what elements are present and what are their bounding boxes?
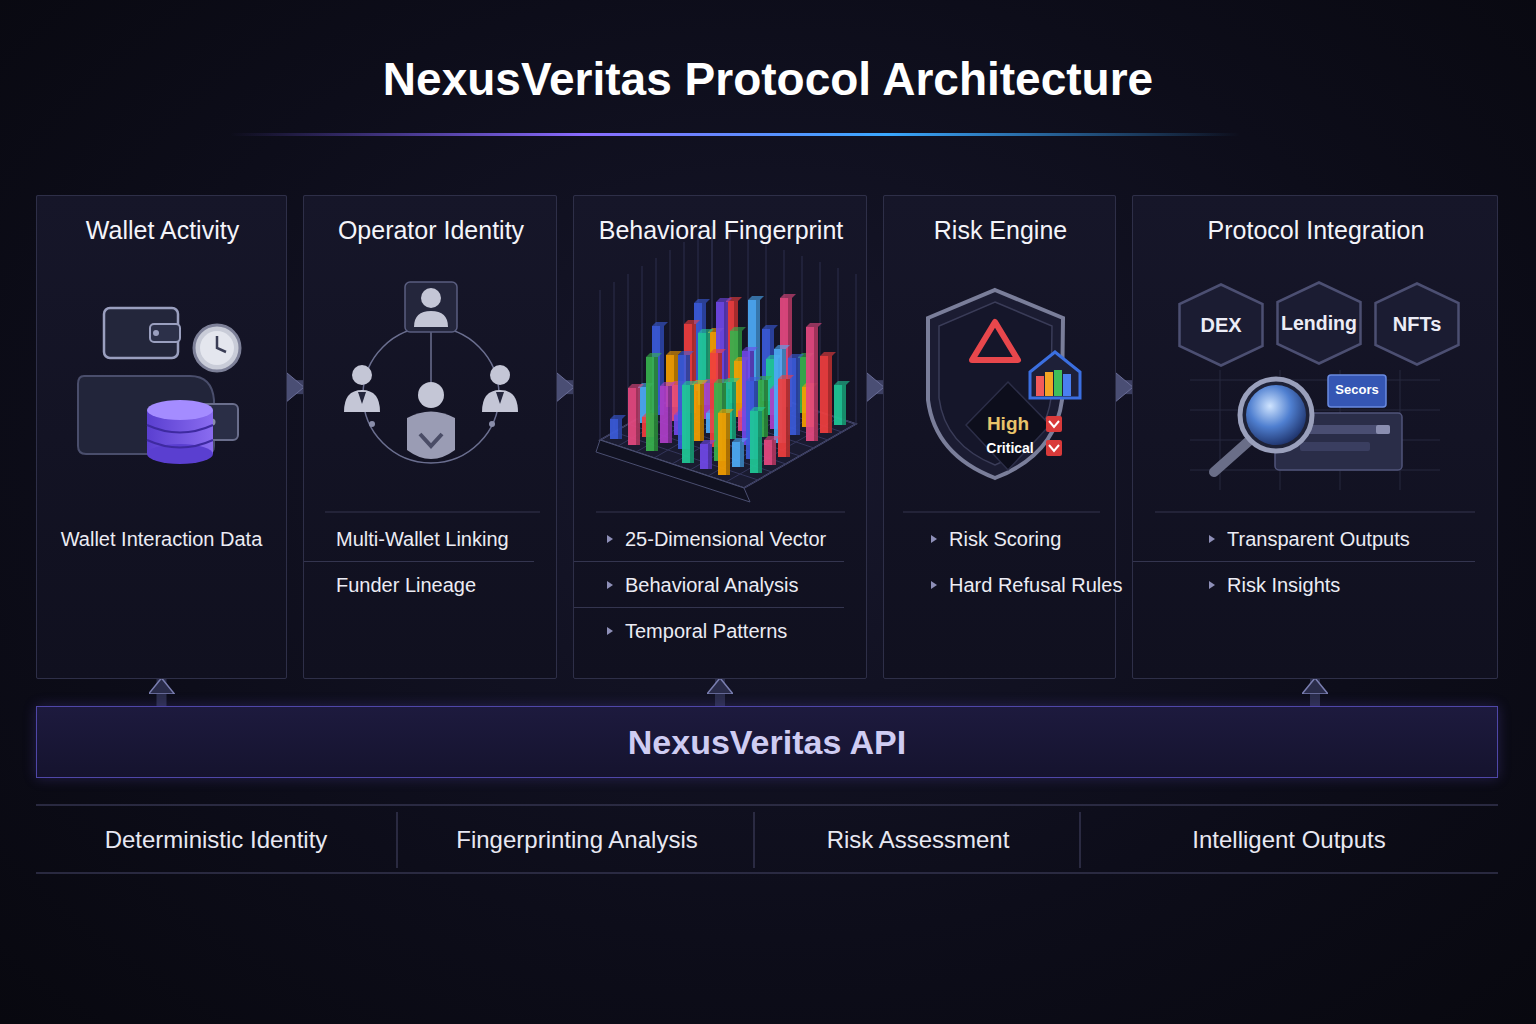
hex-badge: NFTs — [1374, 282, 1460, 366]
risk-shield — [928, 290, 1080, 478]
flow-arrow — [1310, 679, 1320, 706]
flow-arrow — [715, 679, 725, 706]
flow-arrow — [287, 380, 303, 394]
risk-level: Critical — [986, 440, 1033, 456]
stage-panel: Wallet ActivityWallet Interaction Data — [36, 195, 287, 679]
magnifier-icon — [1190, 370, 1440, 490]
risk-level: High — [987, 413, 1029, 435]
panel-item: Temporal Patterns — [574, 608, 844, 654]
panel-item: Risk Insights — [1133, 562, 1475, 608]
feature-label: Intelligent Outputs — [1192, 826, 1385, 854]
feature-label: Fingerprinting Analysis — [456, 826, 697, 854]
panel-heading: Operator Identity — [338, 216, 524, 245]
item-list: 25-Dimensional VectorBehavioral Analysis… — [574, 516, 866, 654]
hex-label: NFTs — [1393, 313, 1442, 336]
panel-heading: Protocol Integration — [1208, 216, 1425, 245]
wallet-icon — [78, 308, 240, 464]
flow-arrow — [157, 679, 167, 706]
fingerprint-chart — [596, 226, 856, 502]
flow-arrow — [557, 380, 573, 394]
hex-badge: DEX — [1178, 283, 1264, 367]
stage-panel: Operator IdentityMulti-Wallet LinkingFun… — [303, 195, 557, 679]
feature-row-rules — [36, 805, 1498, 873]
flow-arrow — [1116, 380, 1132, 394]
panel-item: Multi-Wallet Linking — [304, 516, 534, 562]
item-list: Risk ScoringHard Refusal Rules — [884, 516, 1115, 608]
feature-label: Risk Assessment — [827, 826, 1010, 854]
stage-panel: Protocol IntegrationTransparent OutputsR… — [1132, 195, 1498, 679]
panel-item: Transparent Outputs — [1133, 516, 1475, 562]
panel-item: Funder Lineage — [304, 562, 534, 608]
panel-item: Hard Refusal Rules — [884, 562, 1093, 608]
panel-heading: Wallet Activity — [86, 216, 239, 245]
feature-label: Deterministic Identity — [105, 826, 328, 854]
diagram-title: NexusVeritas Protocol Architecture — [0, 52, 1536, 106]
hex-label: DEX — [1200, 314, 1241, 337]
glow-line — [230, 133, 1240, 136]
panel-item: Behavioral Analysis — [574, 562, 844, 608]
panel-divider — [325, 512, 1475, 513]
stage-panel: Risk EngineRisk ScoringHard Refusal Rule… — [883, 195, 1116, 679]
panel-heading: Behavioral Fingerprint — [599, 216, 844, 245]
item-list: Transparent OutputsRisk Insights — [1133, 516, 1497, 608]
panel-item: 25-Dimensional Vector — [574, 516, 844, 562]
hex-label: Lending — [1281, 312, 1357, 335]
api-bar: NexusVeritas API — [36, 706, 1498, 778]
api-label: NexusVeritas API — [37, 723, 1497, 762]
badge-label: Secors — [1335, 382, 1378, 397]
panel-item: Wallet Interaction Data — [37, 516, 286, 562]
stage-panel: Behavioral Fingerprint 25-Dimensional Vec… — [573, 195, 867, 679]
panel-item: Risk Scoring — [884, 516, 1093, 562]
flow-arrow — [867, 380, 883, 394]
item-list: Wallet Interaction Data — [37, 516, 286, 562]
panel-heading: Risk Engine — [934, 216, 1067, 245]
panel-grounds — [36, 195, 1498, 679]
operator-network — [344, 282, 518, 463]
item-list: Multi-Wallet LinkingFunder Lineage — [304, 516, 556, 608]
hex-badge: Lending — [1276, 281, 1362, 365]
